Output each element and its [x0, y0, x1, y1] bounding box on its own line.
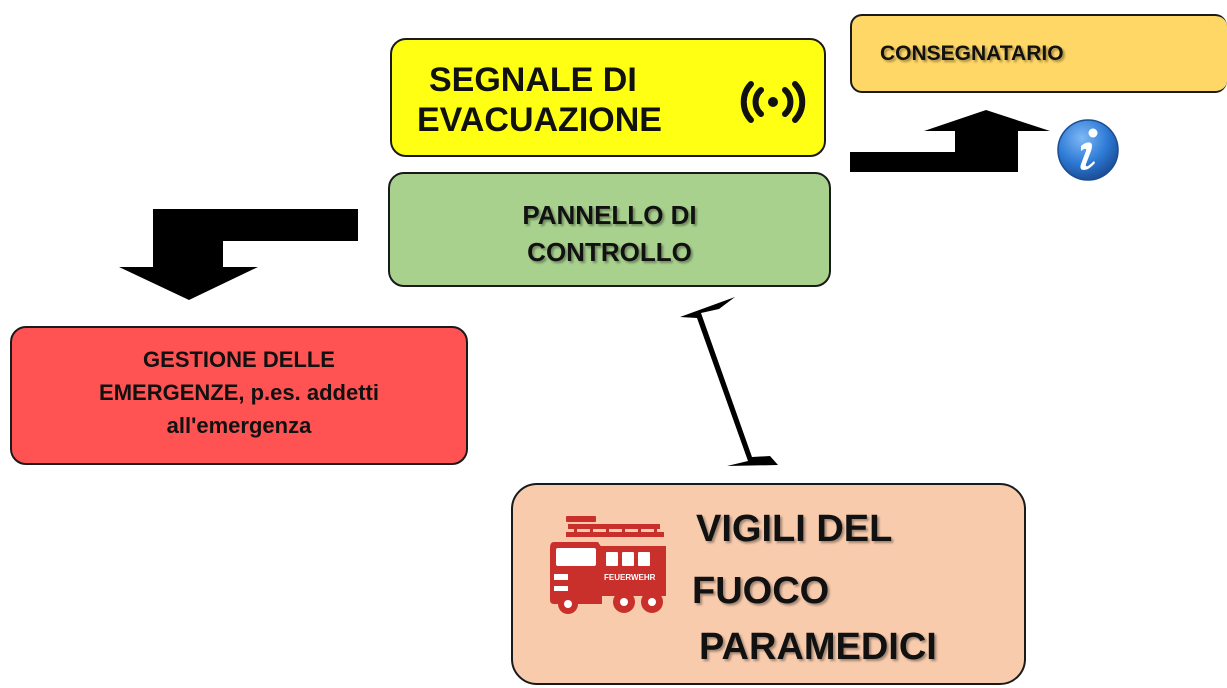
consignee-label: CONSEGNATARIO	[880, 42, 1064, 65]
arrow-to-gestione	[119, 209, 358, 300]
control-panel-box: PANNELLO DI CONTROLLO	[388, 172, 831, 287]
consignee-box: CONSEGNATARIO	[850, 14, 1227, 93]
evacuation-signal-line2: EVACUAZIONE	[417, 101, 662, 139]
emergency-management-box: GESTIONE DELLE EMERGENZE, p.es. addetti …	[10, 326, 468, 465]
firefighters-line1: VIGILI DEL	[696, 508, 893, 550]
truck-label: FEUERWEHR	[604, 573, 656, 582]
evacuation-signal-line1: SEGNALE DI	[429, 61, 637, 99]
emergency-management-line3: all'emergenza	[166, 413, 312, 438]
wireless-signal-icon	[740, 81, 806, 123]
control-panel-line1: PANNELLO DI	[522, 200, 697, 230]
info-icon	[1057, 119, 1119, 181]
fire-truck-icon: FEUERWEHR	[550, 516, 666, 614]
double-arrow-pannello-vigili	[680, 297, 778, 466]
control-panel-line2: CONTROLLO	[527, 237, 692, 267]
emergency-management-line2: EMERGENZE, p.es. addetti	[99, 380, 379, 405]
paramedics-line: PARAMEDICI	[699, 626, 937, 668]
firefighters-line2: FUOCO	[692, 570, 830, 612]
evacuation-signal-box: SEGNALE DI EVACUAZIONE	[390, 38, 826, 157]
emergency-management-line1: GESTIONE DELLE	[143, 347, 335, 372]
arrow-to-consegnatario	[850, 110, 1050, 172]
